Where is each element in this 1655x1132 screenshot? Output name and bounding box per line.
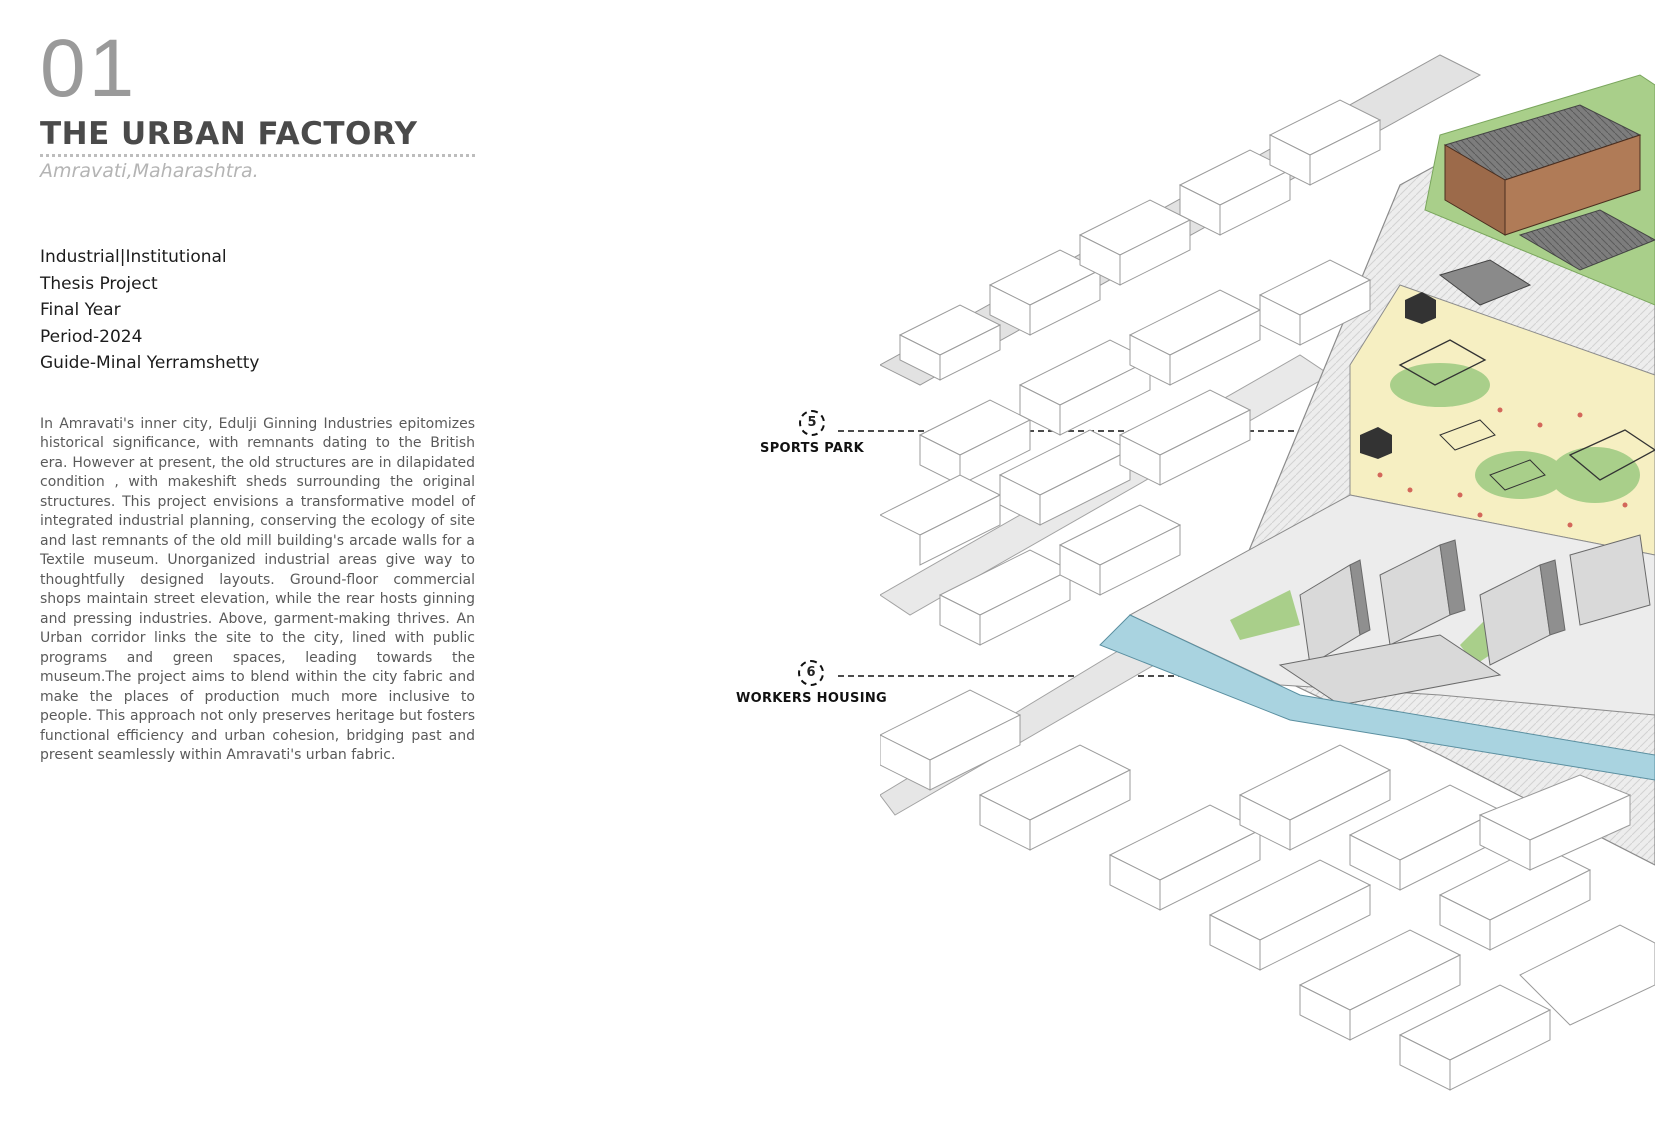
callout-sports-park: 5 SPORTS PARK — [752, 410, 872, 456]
meta-year: Final Year — [40, 300, 121, 320]
meta-project-type: Thesis Project — [40, 273, 158, 294]
meta-typology: Industrial|Institutional — [40, 247, 227, 267]
project-description: In Amravati's inner city, Edulji Ginning… — [40, 415, 475, 764]
project-info: 01 THE URBAN FACTORY Amravati,Maharashtr… — [40, 28, 480, 780]
project-number: 01 — [40, 23, 138, 114]
callout-label: SPORTS PARK — [760, 441, 864, 456]
project-meta-list: Industrial|Institutional Thesis Project … — [40, 244, 480, 377]
meta-period: Period-2024 — [40, 326, 143, 347]
project-location: Amravati,Maharashtra. — [40, 160, 259, 182]
callout-number-icon: 6 — [798, 660, 824, 686]
callout-number-icon: 5 — [799, 410, 825, 436]
project-title: THE URBAN FACTORY — [40, 116, 418, 152]
callout-label: WORKERS HOUSING — [736, 691, 887, 706]
title-divider — [40, 154, 475, 157]
isometric-site-drawing — [880, 54, 1655, 1091]
callout-workers-housing: 6 WORKERS HOUSING — [736, 660, 887, 706]
meta-guide: Guide-Minal Yerramshetty — [40, 353, 260, 373]
